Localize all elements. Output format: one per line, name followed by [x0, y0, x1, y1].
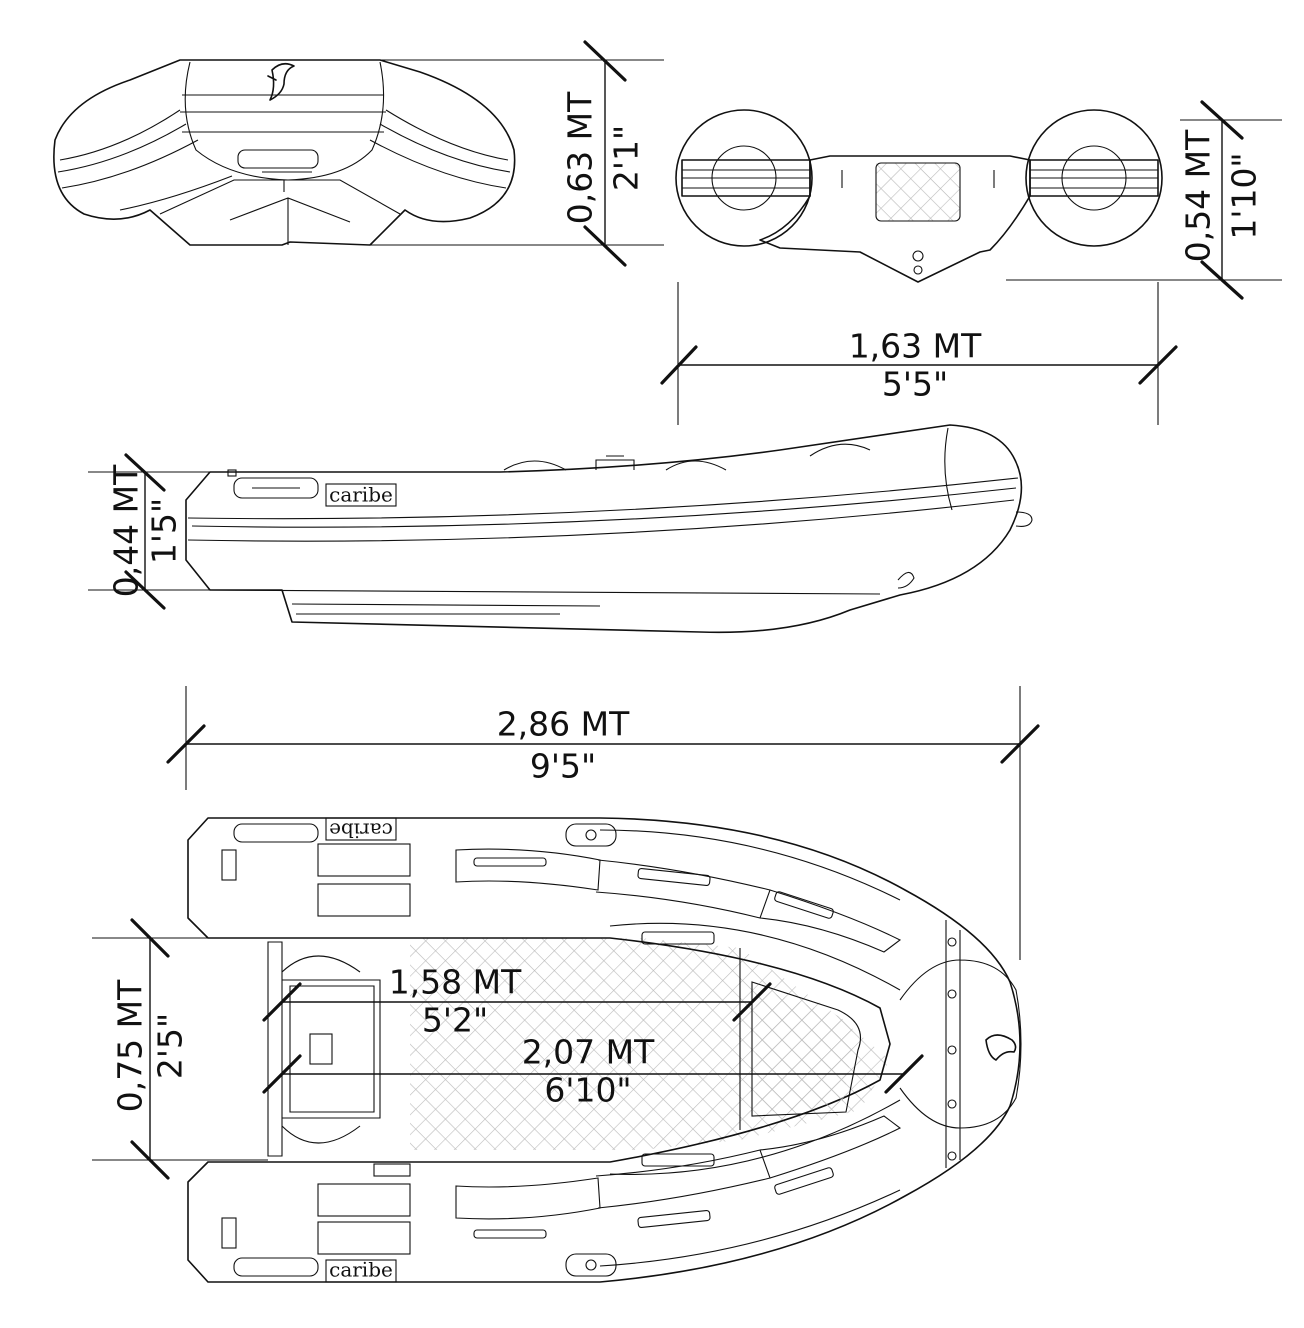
front-height-metric-label: 0,63 MT — [561, 91, 600, 224]
stern-view — [675, 109, 1163, 283]
stern-height-imperial-label: 1'10" — [1225, 152, 1264, 239]
side-view-brand-label: caribe — [329, 483, 393, 507]
plan-view-upper-brand-label: caribe — [329, 819, 393, 843]
plan-view-upper-brand-box — [325, 817, 397, 841]
overall-length-imperial-label: 9'5" — [530, 747, 596, 786]
side-height-metric-label: 0,44 MT — [107, 464, 146, 597]
stern-height-metric-label: 0,54 MT — [1179, 129, 1218, 262]
inner-length-metric-label: 2,07 MT — [522, 1033, 655, 1072]
plan-view-lower-brand-label: caribe — [329, 1258, 393, 1282]
floor-length-metric-label: 1,58 MT — [389, 963, 522, 1002]
stern-right-tube — [1025, 109, 1163, 247]
floor-length-dimension: 1,58 MT 5'2" — [262, 963, 772, 1040]
plan-view-hull-outline — [187, 817, 1021, 1283]
stern-height-dimension: 0,54 MT 1'10" — [1006, 100, 1282, 300]
plan-view-dolphin-icon — [985, 1034, 1017, 1061]
floor-length-imperial-label: 5'2" — [422, 1001, 488, 1040]
overall-length-dimension: 2,86 MT 9'5" — [166, 686, 1040, 960]
front-height-dimension: 0,63 MT 2'1" — [370, 40, 664, 267]
stern-left-tube — [675, 109, 813, 247]
overall-length-metric-label: 2,86 MT — [497, 705, 630, 744]
stern-transom-outline — [759, 155, 1031, 283]
plan-view: caribe caribe — [187, 817, 1022, 1283]
front-height-imperial-label: 2'1" — [607, 125, 646, 191]
inner-length-imperial-label: 6'10" — [544, 1071, 631, 1110]
inner-length-dimension: 2,07 MT 6'10" — [262, 1033, 924, 1110]
side-height-dimension: 0,44 MT 1'5" — [88, 453, 210, 610]
inner-beam-imperial-label: 2'5" — [151, 1013, 190, 1079]
dolphin-logo-icon — [267, 62, 295, 101]
inner-beam-dimension: 0,75 MT 2'5" — [92, 918, 268, 1180]
side-view-brand-box — [325, 483, 397, 507]
front-view — [53, 59, 516, 246]
inner-beam-metric-label: 0,75 MT — [111, 979, 150, 1112]
plan-view-lower-brand-box — [325, 1259, 397, 1283]
stern-beam-imperial-label: 5'5" — [882, 365, 948, 404]
stern-beam-metric-label: 1,63 MT — [849, 327, 982, 366]
stern-beam-dimension: 1,63 MT 5'5" — [660, 282, 1178, 425]
front-view-hull-outline — [53, 59, 516, 246]
side-view: caribe — [185, 424, 1033, 634]
lower-oarlock-icon — [565, 1253, 617, 1277]
side-view-hull-outline — [185, 424, 1023, 634]
side-height-imperial-label: 1'5" — [145, 498, 184, 564]
upper-oarlock-icon — [565, 823, 617, 847]
